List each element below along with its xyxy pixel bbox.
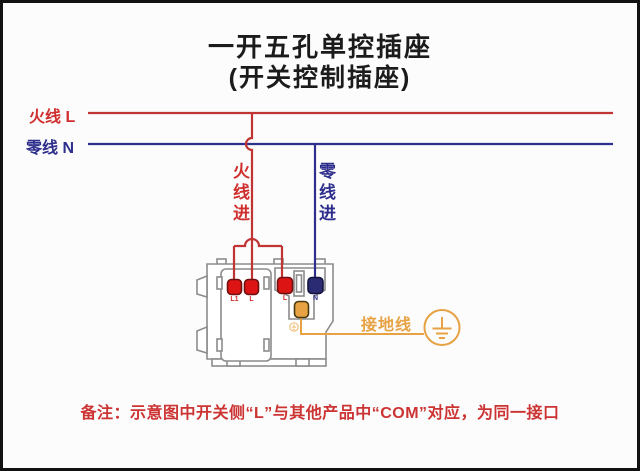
- earth-symbol-icon: [423, 309, 461, 346]
- terminal-l1: [226, 278, 243, 296]
- diagram-title-line1: 一开五孔单控插座: [207, 32, 432, 62]
- device-bottom-tab: [295, 358, 310, 367]
- ground-wire-label: 接地线: [361, 317, 413, 334]
- screw-slot: [216, 276, 223, 290]
- wires-group: [88, 111, 613, 335]
- device-left-wing: [196, 274, 208, 299]
- live-in-label: 火线进: [230, 162, 249, 225]
- screw-slot: [216, 338, 223, 352]
- jumper-wire: [234, 237, 282, 248]
- diagram-title-line2: (开关控制插座): [228, 64, 412, 92]
- screw-slot: [263, 276, 270, 290]
- terminal-l-socket: [276, 276, 294, 295]
- terminals-group: [226, 276, 324, 319]
- terminal-l-switch: [243, 278, 260, 296]
- terminal-label-l-switch: L: [249, 296, 254, 303]
- device-left-wing: [196, 325, 208, 355]
- note-text: 备注：示意图中开关侧“L”与其他产品中“COM”对应，为同一接口: [80, 405, 560, 422]
- ground-marker-icon: [289, 322, 299, 332]
- center-hole: [293, 270, 305, 297]
- screw-slot: [263, 338, 270, 352]
- live-wire-label: 火线 L: [29, 109, 76, 126]
- terminal-label-n: N: [312, 294, 319, 302]
- neutral-wire-label: 零线 N: [26, 140, 75, 157]
- terminal-label-l1: L1: [230, 296, 239, 303]
- ground-wire: [300, 317, 424, 335]
- center-hole-inner: [295, 274, 303, 293]
- device-outline-group: [196, 258, 334, 367]
- terminal-label-l-socket: L: [282, 294, 288, 302]
- terminal-n: [307, 276, 324, 295]
- terminal-ground: [293, 300, 310, 319]
- live-drop-wire: [244, 113, 254, 287]
- neutral-in-label: 零线进: [316, 162, 335, 225]
